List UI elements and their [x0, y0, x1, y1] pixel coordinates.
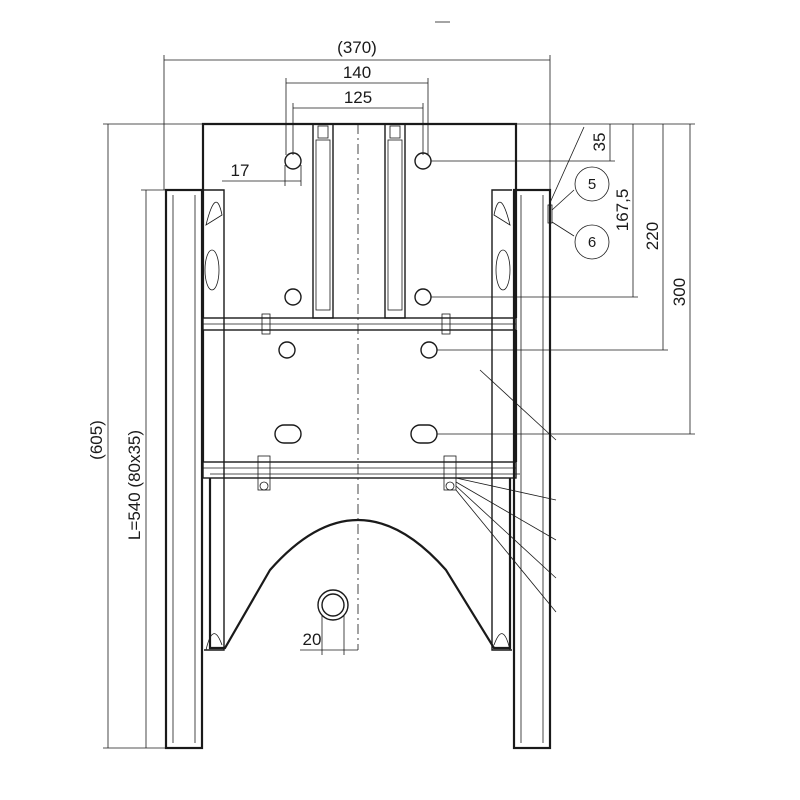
dim-top-to-lower-slot: 300	[670, 278, 689, 306]
left-post	[164, 188, 225, 750]
callout-5: 5	[574, 166, 610, 202]
dim-hole-span-outer: 140	[343, 63, 371, 82]
right-post	[491, 188, 553, 750]
leader-lines	[455, 126, 585, 613]
dim-pin-diameter: 20	[303, 630, 322, 649]
upper-cross-bar	[202, 313, 517, 335]
dim-overall-width: (370)	[337, 38, 377, 57]
dim-post-length: L=540 (80x35)	[125, 430, 144, 540]
lower-cross-bar	[202, 455, 520, 491]
dim-hole-offset: 17	[231, 161, 250, 180]
dimension-lines-horizontal	[163, 21, 551, 655]
callout-5-label: 5	[588, 176, 596, 193]
dimension-labels: (370) 140 125 17 20 35 167,5 220 300 (60…	[87, 38, 689, 649]
dim-top-to-hole: 35	[590, 133, 609, 152]
left-channel	[312, 123, 334, 319]
dim-hole-span-inner: 125	[344, 88, 372, 107]
dim-top-to-upper-slot: 220	[643, 222, 662, 250]
dim-hole-to-lower-hole: 167,5	[613, 189, 632, 232]
back-plate	[201, 122, 518, 650]
dim-overall-height: (605)	[87, 420, 106, 460]
callout-6-label: 6	[588, 234, 596, 251]
pin	[317, 589, 349, 621]
mounting-holes	[274, 152, 438, 444]
dimension-lines-vertical	[103, 123, 695, 749]
callout-6: 6	[574, 224, 610, 260]
right-channel	[384, 123, 406, 319]
